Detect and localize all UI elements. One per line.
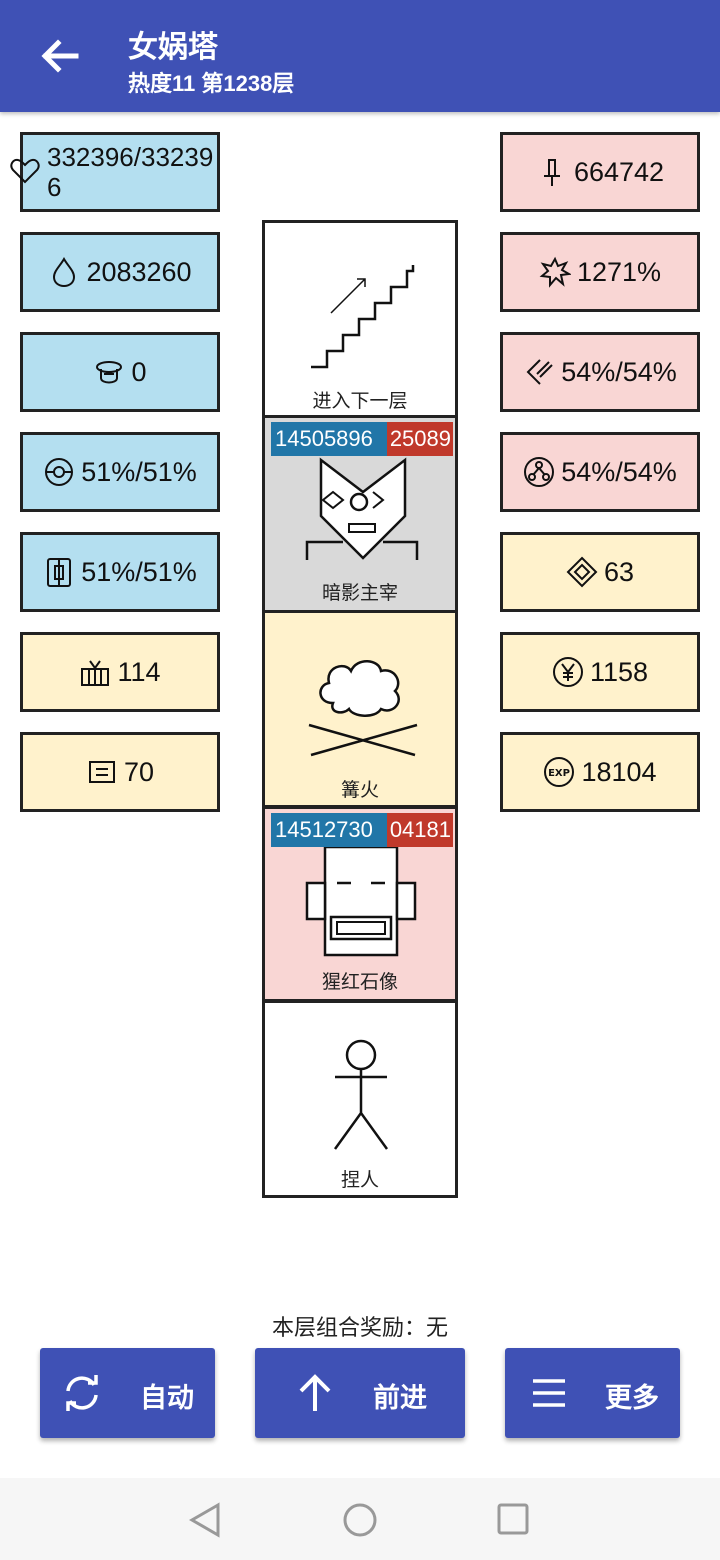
stat-defense: 0	[20, 332, 220, 412]
refresh-icon	[66, 1375, 98, 1411]
stat-block: 51%/51%	[20, 532, 220, 612]
tile-label: 进入下一层	[312, 391, 408, 412]
statue-icon	[305, 847, 417, 957]
shield-icon	[43, 556, 75, 588]
tile-next-floor[interactable]: 进入下一层	[262, 220, 458, 418]
auto-button[interactable]: 自动	[40, 1348, 215, 1438]
tile-enemy-shadow-lord[interactable]: 14505896 25089 暗影主宰	[262, 415, 458, 613]
slash-icon	[523, 356, 555, 388]
tile-label: 暗影主宰	[321, 583, 398, 604]
tile-enemy-crimson-statue[interactable]: 14512730 04181 猩红石像	[262, 806, 458, 1002]
system-nav-bar	[0, 1478, 720, 1560]
stat-hp: 332396/332396	[10, 132, 220, 212]
shadow-lord-icon	[305, 457, 419, 560]
enemy-hp-bar: 14512730 04181	[271, 813, 453, 847]
diamond-icon	[566, 556, 598, 588]
stat-exp: EXP 18104	[500, 732, 700, 812]
app-bar: 女娲塔 热度11 第1238层	[0, 0, 720, 112]
stat-gold: 1158	[500, 632, 700, 712]
menu-icon	[533, 1379, 565, 1407]
floor-combo-reward: 本层组合奖励：无	[271, 1315, 448, 1340]
drop-icon	[48, 256, 80, 288]
basket-icon	[79, 656, 111, 688]
enemy-hp-bar: 14505896 25089	[271, 422, 453, 456]
stat-basket: 114	[20, 632, 220, 712]
bonfire-icon	[308, 660, 418, 757]
stat-mp: 2083260	[20, 232, 220, 312]
scroll-icon	[86, 756, 118, 788]
stat-hit: 51%/51%	[20, 432, 220, 512]
stat-crit-rate: 54%/54%	[500, 332, 700, 412]
stat-pierce: 54%/54%	[500, 432, 700, 512]
forward-button[interactable]: 前进	[255, 1348, 465, 1438]
nav-home-icon[interactable]	[342, 1502, 378, 1538]
tile-character-creator[interactable]: 捏人	[262, 1000, 458, 1198]
sword-icon	[536, 156, 568, 188]
svg-text:EXP: EXP	[549, 768, 571, 779]
tile-label: 篝火	[340, 780, 379, 801]
arrow-up-icon	[299, 1374, 331, 1411]
tile-bonfire[interactable]: 篝火	[262, 610, 458, 808]
stairs-icon	[311, 265, 415, 369]
nav-back-icon[interactable]	[188, 1502, 222, 1538]
more-button[interactable]: 更多	[505, 1348, 680, 1438]
stat-crit-damage: 1271%	[500, 232, 700, 312]
person-icon	[333, 1039, 389, 1150]
stat-gem: 63	[500, 532, 700, 612]
stat-attack: 664742	[500, 132, 700, 212]
target-icon	[43, 456, 75, 488]
page-title: 女娲塔	[128, 31, 218, 64]
heart-icon	[9, 155, 41, 187]
back-arrow-icon[interactable]	[36, 32, 84, 80]
tile-label: 猩红石像	[321, 972, 398, 993]
stat-scroll: 70	[20, 732, 220, 812]
nav-recents-icon[interactable]	[496, 1502, 530, 1536]
page-subtitle: 热度11 第1238层	[128, 71, 295, 96]
triad-icon	[523, 456, 555, 488]
hat-icon	[93, 356, 125, 388]
exp-icon: EXP	[543, 756, 575, 788]
burst-icon	[539, 256, 573, 288]
yen-coin-icon	[552, 656, 584, 688]
tile-label: 捏人	[340, 1170, 379, 1191]
